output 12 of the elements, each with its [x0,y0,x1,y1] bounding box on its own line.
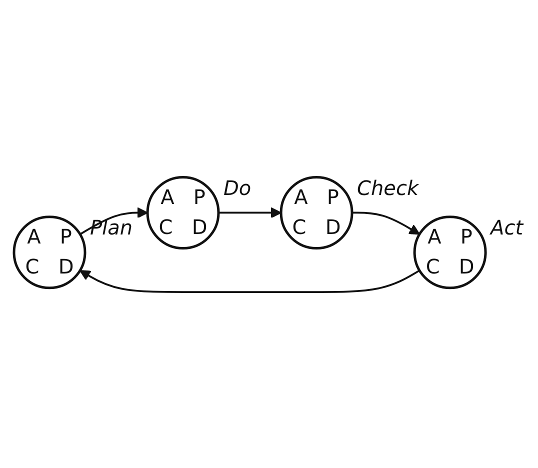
node-caption: Plan [90,215,133,240]
arrow [80,207,148,236]
arrow [218,207,282,218]
node-circle: A P C D [12,216,86,290]
node-circle: A P C D [146,176,220,250]
node-caption: Act [490,215,524,240]
node-caption: Do [224,176,252,200]
arrow [352,212,420,235]
node-caption: Check [357,176,419,200]
arrow [80,270,420,293]
node-circle: A P C D [413,216,487,290]
node-circle: A P C D [280,176,354,250]
